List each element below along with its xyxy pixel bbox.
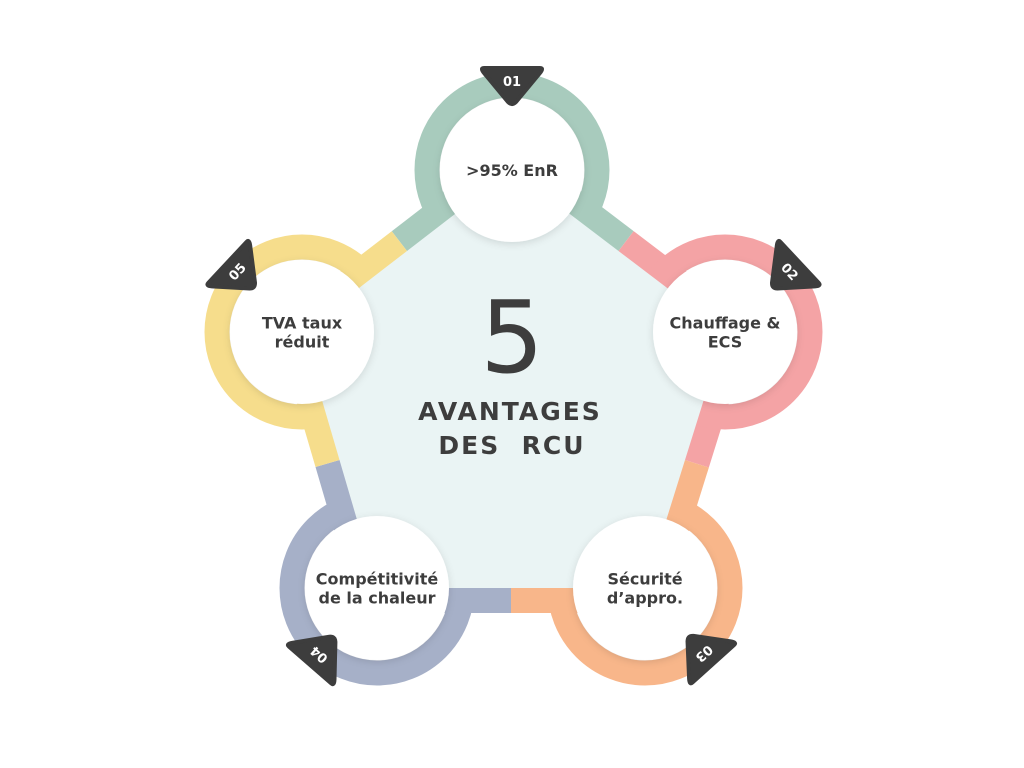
badge-03: 03 bbox=[685, 633, 737, 686]
badge-number: 01 bbox=[503, 75, 521, 90]
node-circle bbox=[230, 260, 374, 404]
badge-02: 02 bbox=[770, 239, 822, 291]
node-label: TVA taux bbox=[262, 314, 343, 333]
node-circle bbox=[653, 260, 797, 404]
center-title-line2: DES RCU bbox=[438, 431, 585, 460]
badge-05: 05 bbox=[205, 239, 257, 291]
badge-triangle-icon bbox=[770, 239, 822, 291]
badge-triangle-icon bbox=[285, 634, 338, 687]
node-label: ECS bbox=[708, 333, 743, 352]
badge-triangle-icon bbox=[685, 633, 737, 686]
node-circle bbox=[305, 516, 449, 660]
node-label: de la chaleur bbox=[318, 589, 435, 608]
node-label: >95% EnR bbox=[466, 161, 558, 180]
center-pentagon bbox=[302, 170, 725, 588]
advantage-node-1: >95% EnR 01 bbox=[440, 66, 584, 242]
center-title-line1: AVANTAGES bbox=[418, 397, 602, 426]
node-label: réduit bbox=[275, 333, 330, 352]
node-label: Chauffage & bbox=[670, 314, 781, 333]
badge-triangle-icon bbox=[480, 66, 544, 106]
node-label: d’appro. bbox=[607, 589, 683, 608]
node-label: Compétitivité bbox=[316, 570, 439, 589]
advantage-node-2: Chauffage &ECS 02 bbox=[653, 239, 822, 404]
badge-triangle-icon bbox=[205, 239, 257, 291]
badge-01: 01 bbox=[480, 66, 544, 106]
center-number: 5 bbox=[480, 279, 544, 396]
node-circle bbox=[440, 98, 584, 242]
badge-04: 04 bbox=[285, 634, 338, 687]
node-circle bbox=[573, 516, 717, 660]
node-label: Sécurité bbox=[607, 570, 682, 589]
